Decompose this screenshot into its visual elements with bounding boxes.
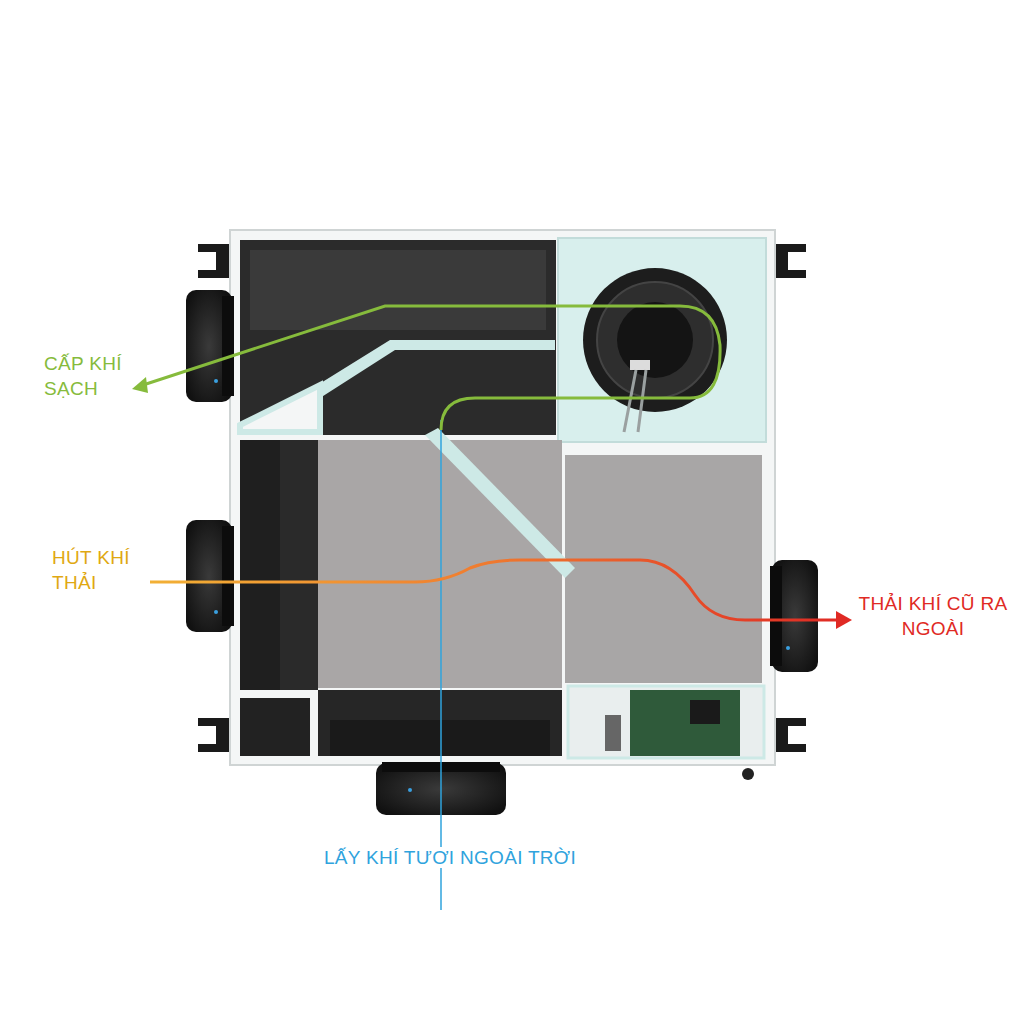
fan-compartment (558, 238, 766, 442)
bypass-chamber (565, 455, 762, 683)
bottom-chamber (318, 690, 562, 756)
capacitor (605, 715, 621, 751)
duct-collars (186, 290, 818, 815)
diagonal-divider (425, 428, 575, 578)
chip (690, 700, 720, 724)
fresh-air-flow (440, 420, 442, 910)
exhaust-arrowhead (836, 611, 852, 629)
mounting-brackets (198, 244, 806, 752)
supply-arrowhead (132, 377, 148, 393)
heat-exchanger (318, 440, 562, 688)
filter-column (240, 440, 318, 690)
fan-hub (617, 302, 693, 378)
exhaust-label: THẢI KHÍ CŨ RA NGOÀI (858, 592, 1008, 641)
fan-rotor (597, 282, 713, 398)
label-patch: LẤY KHÍ TƯƠI NGOÀI TRỜI (321, 847, 579, 868)
fan-connector (630, 360, 650, 370)
fan-housing (583, 268, 727, 412)
control-bay (568, 686, 764, 758)
bottom-left-chamber (240, 698, 310, 756)
drain (742, 768, 754, 780)
bottom-filter (330, 720, 550, 756)
fan-wires (624, 370, 646, 432)
control-board (630, 690, 740, 756)
filter (280, 440, 318, 690)
supply-label: CẤP KHÍ SẠCH (44, 352, 139, 401)
exhaust-air-flow (150, 560, 840, 620)
housing (230, 230, 775, 765)
supply-air-flow (140, 306, 720, 430)
divider-corner (240, 385, 320, 432)
chamber-panel (250, 250, 546, 330)
return-label: HÚT KHÍ THẢI (52, 546, 147, 595)
fresh-air-label: LẤY KHÍ TƯƠI NGOÀI TRỜI (300, 846, 600, 871)
